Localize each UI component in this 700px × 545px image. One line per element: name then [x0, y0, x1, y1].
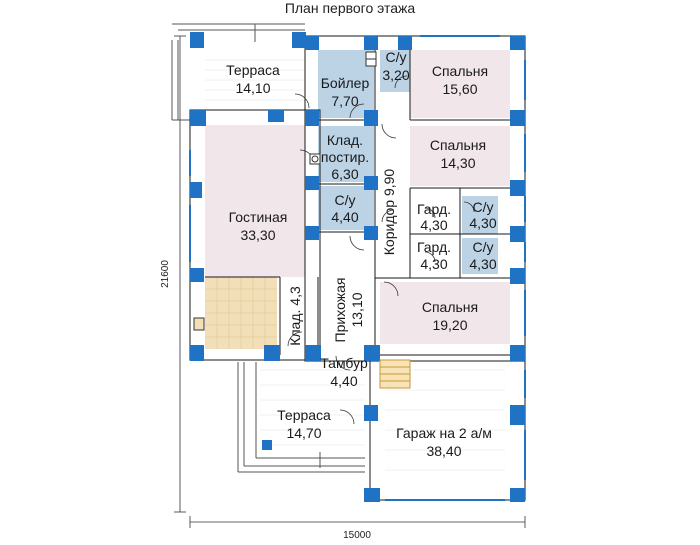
- terrace-top-area: 14,10: [235, 80, 270, 96]
- bedroom3-name: Спальня: [422, 299, 478, 315]
- pantry-kitchen-floor: [318, 126, 374, 182]
- bedroom3-area: 19,20: [432, 317, 467, 333]
- wc1-name: С/у: [386, 49, 407, 65]
- bedroom2-name: Спальня: [430, 137, 486, 153]
- wc4-area: 4,30: [469, 256, 496, 272]
- dress1-area: 4,30: [420, 217, 447, 233]
- wc3-name: С/у: [473, 199, 494, 215]
- hall-area: 13,10: [349, 292, 365, 327]
- hall-name: Прихожая: [332, 278, 348, 343]
- boiler-floor: [318, 50, 374, 118]
- pantry-kitchen-name1: Клад.: [327, 132, 363, 148]
- width-dimension: 15000: [343, 530, 371, 541]
- terrace-bottom-outline: [237, 362, 365, 473]
- bedroom1-name: Спальня: [432, 63, 488, 79]
- vestibule-name: Тамбур: [320, 355, 368, 371]
- corridor-name: Коридор 9,90: [381, 169, 397, 256]
- dress2-area: 4,30: [420, 256, 447, 272]
- bedroom2-area: 14,30: [440, 155, 475, 171]
- wc3-area: 4,30: [469, 215, 496, 231]
- bedroom2-floor: [410, 126, 510, 186]
- height-dimension: 21600: [160, 260, 171, 288]
- wc2-floor: [318, 186, 374, 230]
- dimension-lines: [174, 35, 526, 528]
- terrace-bottom-area: 14,70: [286, 425, 321, 441]
- beige-tiles: [205, 277, 277, 349]
- living-name: Гостиная: [229, 209, 288, 225]
- bedroom1-area: 15,60: [442, 81, 477, 97]
- room-labels: Терраса 14,10 Бойлер 7,70 С/у 3,20 Спаль…: [226, 49, 497, 459]
- fireplace-icon: [193, 317, 205, 331]
- pantry-kitchen-area: 6,30: [331, 166, 358, 182]
- boiler-name: Бойлер: [321, 75, 370, 91]
- dress1-name: Гард.: [417, 201, 451, 217]
- living-area: 33,30: [240, 227, 275, 243]
- plan-title: План первого этажа: [284, 0, 416, 16]
- vestibule-area: 4,40: [330, 373, 357, 389]
- bedroom3-floor: [380, 282, 510, 344]
- wc4-name: С/у: [473, 239, 494, 255]
- dress2-name: Гард.: [417, 239, 451, 255]
- pantry-kitchen-name2: постир.: [321, 149, 369, 165]
- boiler-area: 7,70: [331, 93, 358, 109]
- windows: [189, 35, 526, 501]
- living-room-floor: [205, 125, 305, 277]
- wall-columns: [190, 32, 525, 502]
- washer-icon: [309, 153, 321, 165]
- wc2-name: С/у: [335, 192, 356, 208]
- bedroom1-floor: [410, 50, 510, 118]
- terrace-bottom-name: Терраса: [277, 407, 331, 423]
- terrace-top-outline: [171, 23, 305, 121]
- terrace-top-name: Терраса: [226, 62, 280, 78]
- garage-name: Гараж на 2 а/м: [396, 425, 492, 441]
- wc1-area: 3,20: [382, 67, 409, 83]
- garage-stair: [379, 359, 411, 389]
- wc4-floor: [462, 238, 498, 274]
- wc2-area: 4,40: [331, 209, 358, 225]
- wc3-floor: [462, 196, 498, 234]
- garage-area: 38,40: [426, 443, 461, 459]
- boiler-icon: [365, 51, 377, 67]
- pantry-name: Клад. 4,3: [287, 286, 303, 346]
